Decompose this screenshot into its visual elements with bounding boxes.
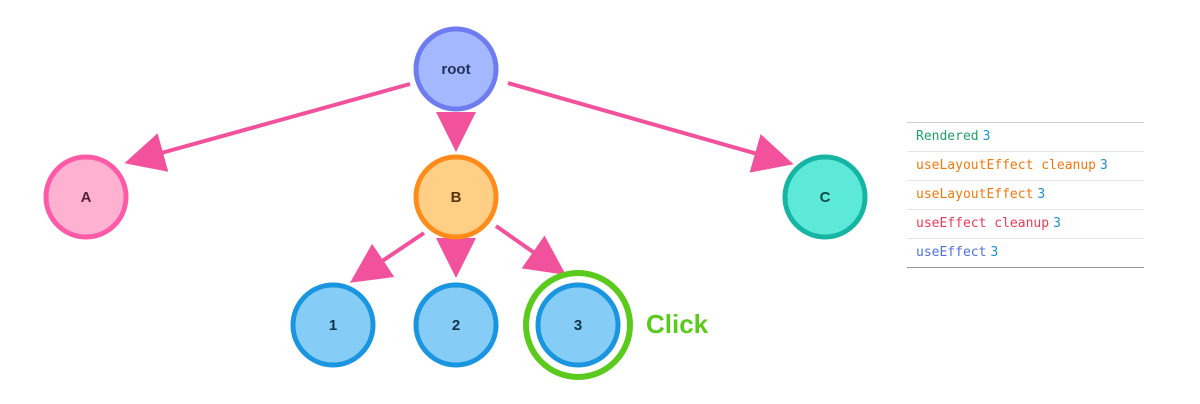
component-tree: root A B C 1 2 3 Click <box>43 26 868 380</box>
click-highlight-ring <box>523 270 633 380</box>
node-a: A <box>43 154 129 240</box>
node-1-label: 1 <box>329 317 337 334</box>
log-count: 3 <box>1037 187 1046 202</box>
log-text: useLayoutEffect cleanup <box>916 158 1097 173</box>
node-a-label: A <box>81 189 92 206</box>
edge-root-c <box>507 81 794 173</box>
node-root-label: root <box>441 61 470 78</box>
edge-b-3 <box>494 224 566 275</box>
tree-edges <box>124 81 794 283</box>
log-text: Rendered <box>916 129 979 144</box>
node-c-label: C <box>820 189 831 206</box>
log-count: 3 <box>990 245 999 260</box>
node-c: C <box>782 154 868 240</box>
log-count: 3 <box>982 129 991 144</box>
node-3[interactable]: 3 <box>523 270 633 380</box>
node-b-label: B <box>451 189 462 206</box>
node-3-label: 3 <box>574 317 582 334</box>
node-2: 2 <box>413 282 499 368</box>
log-text: useLayoutEffect <box>916 187 1034 202</box>
node-b: B <box>413 154 499 240</box>
log-count: 3 <box>1100 158 1108 173</box>
edge-root-a <box>124 82 411 172</box>
edge-b-1 <box>350 231 426 283</box>
node-2-label: 2 <box>452 317 460 334</box>
click-label: Click <box>646 309 709 339</box>
node-1: 1 <box>290 282 376 368</box>
node-root: root <box>413 26 499 112</box>
log-text: useEffect cleanup <box>916 216 1050 231</box>
log-count: 3 <box>1053 216 1061 231</box>
log-text: useEffect <box>916 245 987 260</box>
